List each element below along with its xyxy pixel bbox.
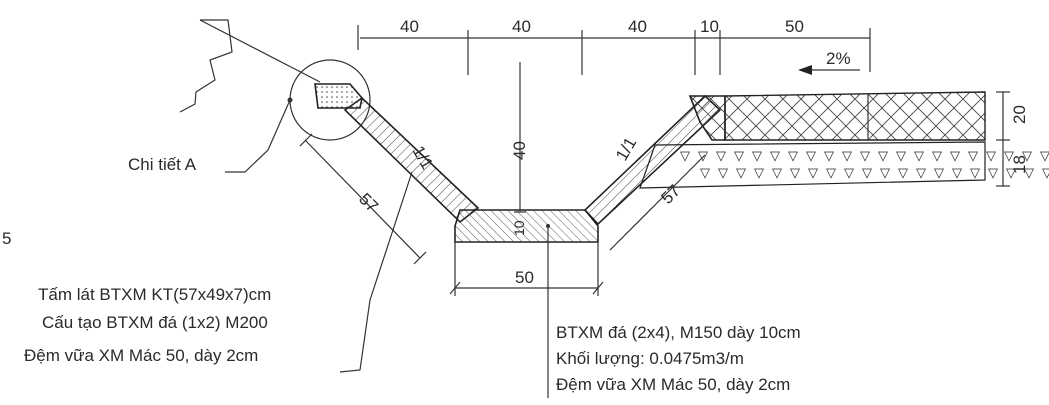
dim-slope-57-right: 57: [657, 181, 684, 208]
dim-top-50: 50: [785, 17, 804, 36]
label-slab-line2: Cấu tạo BTXM đá (1x2) M200: [42, 313, 268, 332]
stray-margin-mark: 5: [2, 229, 11, 248]
pavement-base-layer: ▽▽▽▽▽▽▽▽▽▽▽▽▽▽▽▽▽▽▽▽▽▽▽▽ ▽▽▽▽▽▽▽▽▽▽▽▽▽▽▽…: [639, 141, 1049, 189]
top-dimension-line: [357, 25, 871, 75]
grade-label: 2%: [826, 49, 851, 68]
dim-top-40-b: 40: [512, 17, 531, 36]
slope-label-right: 1/1: [612, 134, 640, 164]
label-base-line1: BTXM đá (2x4), M150 dày 10cm: [556, 323, 801, 342]
left-slope-lining: [343, 96, 480, 224]
slab-leader: [339, 171, 413, 373]
dim-layer-18: 18: [1010, 155, 1029, 174]
svg-text:▽▽▽▽▽▽▽▽▽▽▽▽▽▽▽▽▽▽▽▽▽▽: ▽▽▽▽▽▽▽▽▽▽▽▽▽▽▽▽▽▽▽▽▽▽: [700, 165, 1049, 180]
dim-top-40-a: 40: [400, 17, 419, 36]
left-embankment: [179, 19, 321, 113]
dim-top-40-c: 40: [628, 17, 647, 36]
right-corner-block: [688, 95, 726, 141]
dim-slope-57-left: 57: [355, 189, 382, 216]
dim-layer-20: 20: [1010, 105, 1029, 124]
layer-thickness-dimension: [996, 91, 1010, 187]
detail-a-leader: [225, 99, 291, 173]
label-slab-line3: Đệm vữa XM Mác 50, dày 2cm: [24, 346, 258, 365]
label-base-line2: Khối lượng: 0.0475m3/m: [556, 349, 744, 368]
grade-arrow: [798, 65, 860, 75]
label-detail-a: Chi tiết A: [128, 155, 197, 174]
label-base-line3: Đệm vữa XM Mác 50, dày 2cm: [556, 375, 790, 394]
dim-top-10: 10: [700, 17, 719, 36]
dim-slab-10: 10: [511, 220, 527, 236]
left-slope-dimension: [299, 133, 427, 265]
dim-depth-40: 40: [510, 141, 529, 160]
dim-bottom-50: 50: [515, 268, 534, 287]
pavement-top-layer: [724, 91, 986, 141]
right-slope-dimension: [609, 154, 706, 251]
depth-dimension: [514, 62, 526, 213]
svg-text:▽▽▽▽▽▽▽▽▽▽▽▽▽▽▽▽▽▽▽▽▽▽▽▽: ▽▽▽▽▽▽▽▽▽▽▽▽▽▽▽▽▽▽▽▽▽▽▽▽: [680, 148, 1049, 163]
bottom-dimension: [449, 242, 604, 296]
label-slab-line1: Tấm lát BTXM KT(57x49x7)cm: [38, 285, 271, 304]
